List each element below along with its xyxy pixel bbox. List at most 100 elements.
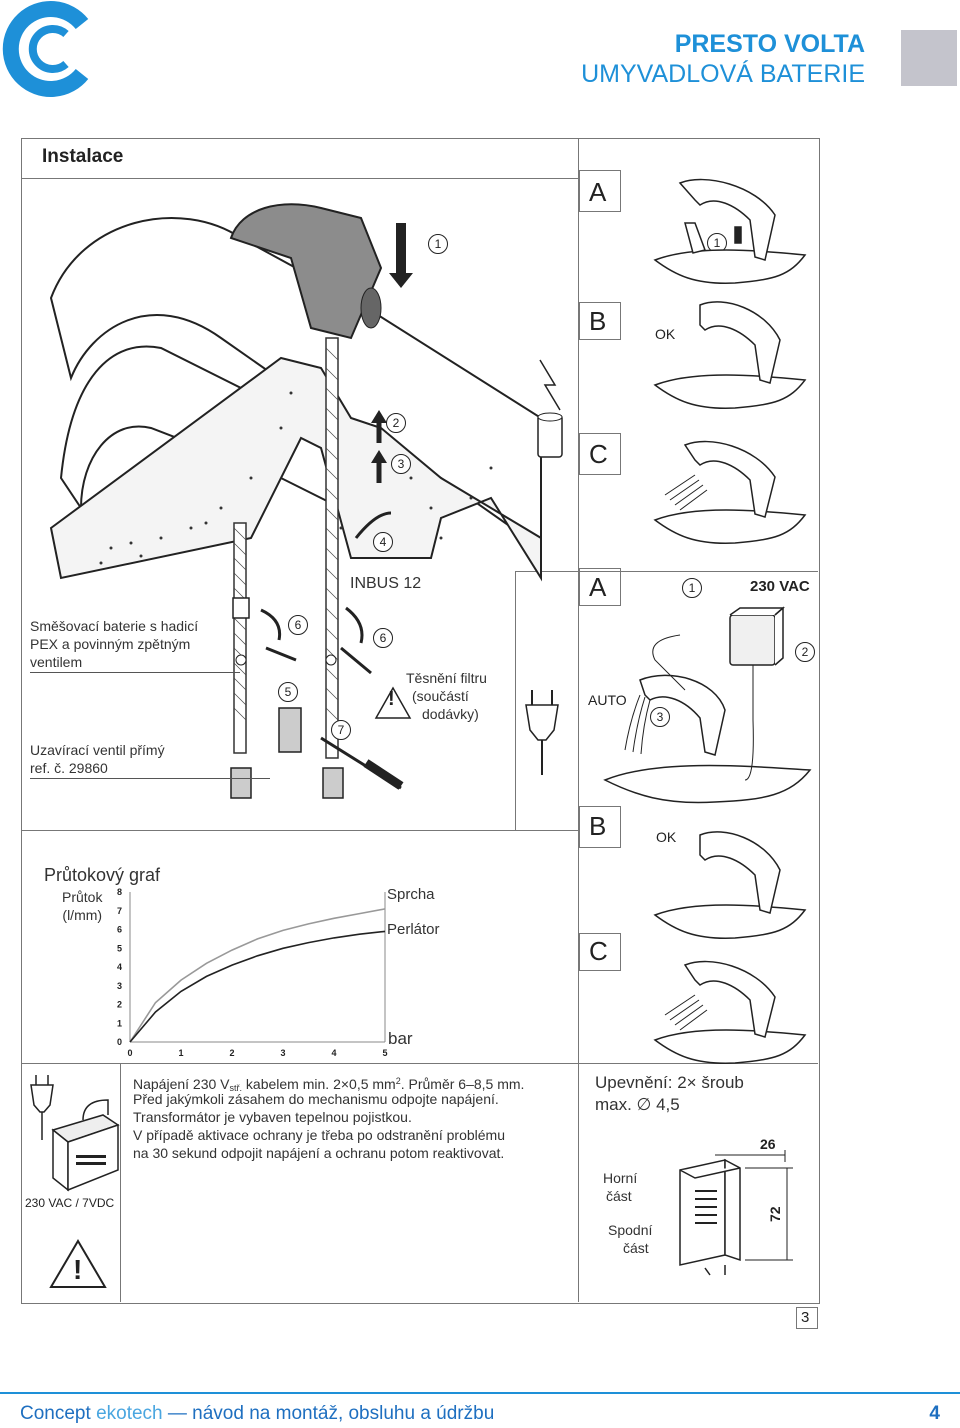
footer-page-number: 4 [929, 1403, 940, 1424]
power-info-line5: na 30 sekund odpojit napájení a ochranu … [133, 1145, 505, 1161]
mains-c-box [579, 933, 621, 971]
x-tick-label: 1 [178, 1048, 183, 1058]
power-info-line4: V případě aktivace ochrany je třeba po o… [133, 1127, 506, 1143]
page-number-box [796, 1307, 818, 1329]
mixer-note-line1: Směšovací baterie s hadicí [30, 618, 199, 634]
legend-sprcha: Sprcha [387, 886, 435, 903]
battery-faucet-illustrations [653, 178, 807, 544]
filter-note-line3: dodávky) [422, 706, 479, 722]
brand-logo [2, 1, 94, 97]
concept-logo-icon [2, 1, 89, 97]
footer-rule [0, 1392, 960, 1394]
x-tick-label: 3 [280, 1048, 285, 1058]
mount-bottom-label-2: část [623, 1240, 649, 1256]
battery-step-1-icon: 1 [707, 233, 727, 253]
mounting-title-line2: max. ∅ 4,5 [595, 1095, 680, 1114]
installation-frame [21, 138, 820, 1304]
battery-b-box [579, 302, 621, 340]
dim-width-label: 26 [760, 1136, 776, 1152]
installation-illustration [49, 203, 542, 799]
plug-icon [525, 690, 559, 775]
footer-title: návod na montáž, obsluhu a údržbu [192, 1403, 495, 1424]
divider-power-left [120, 1063, 121, 1302]
mixer-note-line3: ventilem [30, 654, 83, 670]
footer-text: Concept ekotech — návod na montáž, obslu… [20, 1403, 494, 1425]
transformer-illustration [30, 1075, 120, 1192]
mains-ok-label: OK [656, 829, 677, 845]
battery-ok-label: OK [655, 326, 676, 342]
x-tick-label: 4 [331, 1048, 336, 1058]
mount-bottom-label-1: Spodní [608, 1222, 653, 1238]
mains-a-box [579, 568, 621, 606]
y-tick-label: 6 [117, 925, 122, 935]
power-info-line3: Transformátor je vybaven tepelnou pojist… [133, 1109, 412, 1125]
mains-step-2-icon: 2 [795, 642, 815, 662]
mains-step-1-icon: 1 [682, 578, 702, 598]
power-voltage-sub: stř. [229, 1083, 243, 1093]
divider-mains-left [515, 571, 516, 831]
y-tick-label: 4 [117, 962, 122, 972]
footer-dash: — [167, 1403, 187, 1424]
valve-note-line2: ref. č. 29860 [30, 760, 108, 776]
x-tick-label: 2 [229, 1048, 234, 1058]
y-tick-label: 3 [117, 981, 122, 991]
filter-note-line2: (součástí [412, 688, 469, 704]
divider-chart-bottom [21, 1063, 818, 1064]
filter-note-line1: Těsnění filtru [406, 670, 487, 686]
installation-heading: Instalace [42, 146, 124, 167]
heading-divider [21, 178, 578, 179]
power-diameter: . Průměr 6–8,5 mm. [400, 1076, 525, 1092]
filter-warning-mark: ! [388, 688, 395, 710]
valve-note-line1: Uzavírací ventil přímý [30, 742, 165, 758]
x-tick-label: 5 [382, 1048, 387, 1058]
footer-brand-concept: Concept [20, 1403, 91, 1424]
y-tick-label: 1 [117, 1018, 122, 1028]
mounting-title-line1: Upevnění: 2× šroub [595, 1073, 744, 1092]
header-grey-block [901, 30, 957, 86]
divider-vertical-right [578, 138, 579, 1302]
mains-c-label: C [589, 936, 608, 966]
valve-note-leader [30, 778, 270, 779]
x-tick-label: 0 [127, 1048, 132, 1058]
mount-top-label-1: Horní [603, 1170, 638, 1186]
divider-mains-top [515, 571, 818, 572]
mounting-box-illustration [679, 1150, 793, 1276]
power-cable: kabelem min. 2×0,5 mm [242, 1076, 396, 1092]
mains-b-box [579, 806, 621, 848]
mixer-note-leader [30, 672, 240, 673]
battery-a-label: A [589, 177, 607, 207]
y-tick-label: 8 [117, 887, 122, 897]
chart-xlabel: bar [388, 1029, 413, 1048]
step-2-icon: 2 [386, 413, 406, 433]
legend-perlator: Perlátor [387, 921, 440, 938]
step-5-icon: 5 [278, 682, 298, 702]
y-tick-label: 0 [117, 1037, 122, 1047]
page-number-boxed: 3 [801, 1309, 810, 1326]
product-subtitle: UMYVADLOVÁ BATERIE [581, 60, 865, 88]
battery-c-box [579, 433, 621, 475]
battery-icon [537, 359, 563, 458]
power-info-line2: Před jakýmkoli zásahem do mechanismu odp… [133, 1091, 499, 1107]
power-cable-sup: 2 [395, 1076, 401, 1086]
power-info-line1: Napájení 230 Vstř. kabelem min. 2×0,5 mm… [133, 1073, 524, 1097]
warning-triangle-icon [49, 1239, 107, 1288]
transformer-label: 230 VAC / 7VDC [25, 1196, 115, 1210]
mains-bc-faucet-illustrations [653, 831, 807, 1064]
product-title: PRESTO VOLTA [674, 30, 865, 58]
y-tick-label: 5 [117, 943, 122, 953]
y-tick-label: 7 [117, 906, 122, 916]
mixer-note-line2: PEX a povinným zpětným [30, 636, 191, 652]
divider-install-bottom [21, 830, 578, 831]
series-line-sprcha [129, 908, 386, 1043]
chart-ylabel: Průtok (l/mm) [62, 889, 103, 923]
power-voltage: Napájení 230 V [133, 1076, 230, 1092]
mains-faucet-illustration [603, 606, 812, 804]
battery-c-label: C [589, 439, 608, 469]
step-6b-icon: 6 [373, 628, 393, 648]
battery-a-box [579, 170, 621, 212]
step-4-icon: 4 [373, 532, 393, 552]
mains-b-label: B [589, 811, 607, 841]
step-1-icon: 1 [428, 234, 448, 254]
battery-b-label: B [589, 306, 607, 336]
